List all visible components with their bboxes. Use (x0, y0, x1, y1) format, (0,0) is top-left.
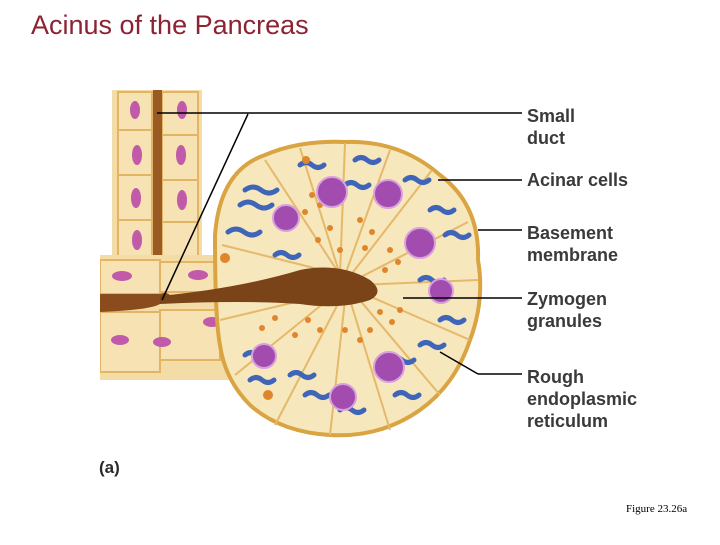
label-rough-er-line2: endoplasmic (527, 388, 637, 410)
label-rough-er-line1: Rough (527, 366, 637, 388)
label-zymogen-granules-line1: Zymogen (527, 288, 607, 310)
panel-letter: (a) (99, 458, 120, 478)
label-zymogen-granules: Zymogen granules (527, 288, 607, 332)
label-acinar-cells-line1: Acinar cells (527, 169, 628, 191)
label-zymogen-granules-line2: granules (527, 310, 607, 332)
label-basement-membrane: Basement membrane (527, 222, 618, 266)
label-rough-er: Rough endoplasmic reticulum (527, 366, 637, 432)
label-small-duct-line2: duct (527, 127, 575, 149)
figure-caption: Figure 23.26a (626, 503, 687, 515)
label-acinar-cells: Acinar cells (527, 169, 628, 191)
label-basement-membrane-line2: membrane (527, 244, 618, 266)
label-small-duct: Small duct (527, 105, 575, 149)
label-rough-er-line3: reticulum (527, 410, 637, 432)
label-small-duct-line1: Small (527, 105, 575, 127)
label-basement-membrane-line1: Basement (527, 222, 618, 244)
